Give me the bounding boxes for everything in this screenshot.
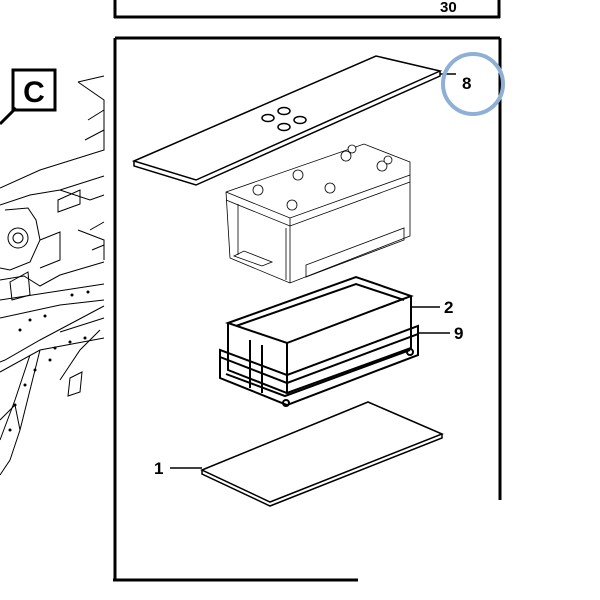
base-mat — [200, 401, 444, 507]
view-label-box: C — [0, 68, 57, 126]
callout-leaders — [170, 73, 456, 469]
highlight-circle — [441, 52, 505, 116]
view-label: C — [23, 76, 45, 109]
chassis-illustration — [0, 75, 105, 476]
callout-1: 1 — [154, 459, 163, 478]
battery-tray — [224, 275, 414, 407]
callout-2: 2 — [444, 298, 453, 317]
tray-strap — [219, 324, 419, 407]
main-frame — [113, 36, 502, 582]
cover-plate — [131, 55, 443, 186]
battery-terminals — [252, 144, 393, 211]
top-box-number: 30 — [440, 0, 457, 16]
callout-9: 9 — [454, 324, 463, 343]
callout-8: 8 — [462, 74, 471, 93]
chassis-rivets — [8, 290, 90, 432]
battery — [225, 143, 411, 284]
top-box: 30 — [113, 0, 501, 19]
